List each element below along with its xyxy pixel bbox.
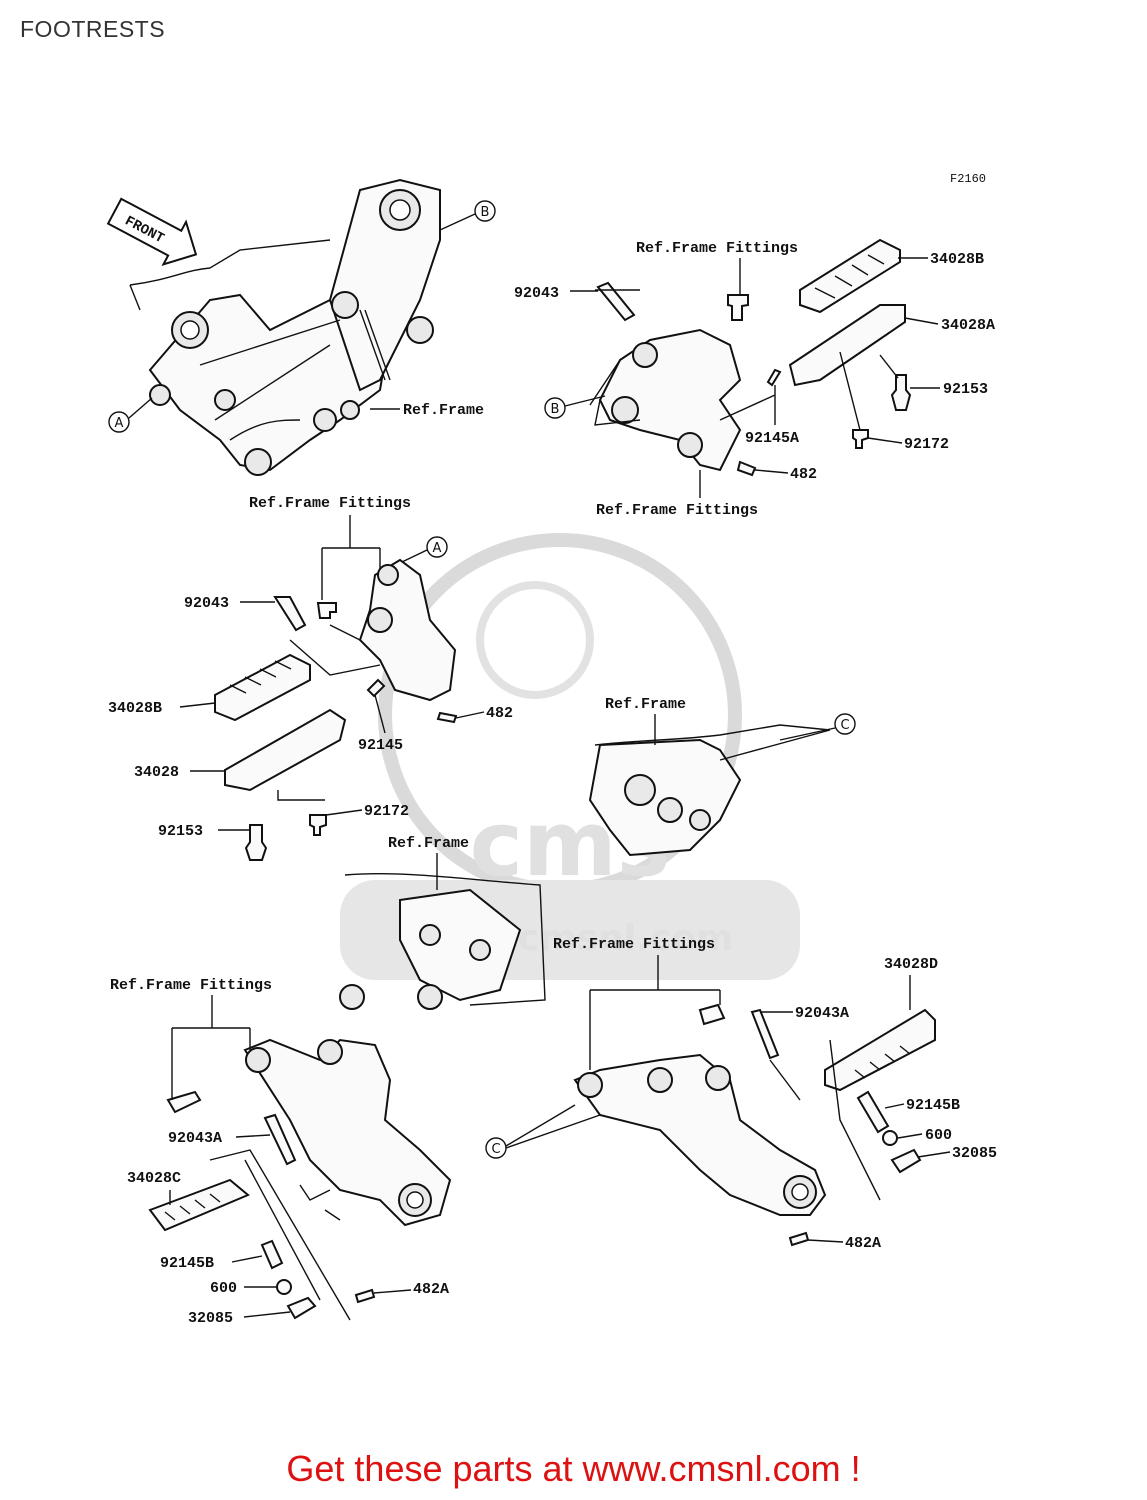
main-frame-drawing <box>129 178 441 476</box>
part-label-34028A: 34028A <box>941 317 995 334</box>
ref-frame-fittings-label-top-right: Ref.Frame Fittings <box>636 240 798 257</box>
leader-c-top <box>779 727 836 741</box>
footer-cta-link[interactable]: Get these parts at www.cmsnl.com ! <box>286 1448 861 1489</box>
svg-text:C: C <box>840 718 849 733</box>
ref-frame-fittings-label-bottom-right: Ref.Frame Fittings <box>553 936 715 953</box>
ref-frame-fittings-label-middle: Ref.Frame Fittings <box>249 495 411 512</box>
part-label-34028C: 34028C <box>127 1170 181 1187</box>
leader-a-middle <box>401 549 428 563</box>
part-label-92145B-left: 92145B <box>160 1255 214 1272</box>
svg-text:B: B <box>551 402 560 417</box>
part-label-600-left: 600 <box>210 1280 237 1297</box>
rear-frame-section-c <box>588 724 831 857</box>
part-label-92043A-left: 92043A <box>168 1130 222 1147</box>
figure-code: F2160 <box>950 172 987 186</box>
part-label-32085-left: 32085 <box>188 1310 233 1327</box>
part-label-600-right: 600 <box>925 1127 952 1144</box>
part-label-482-middle: 482 <box>486 705 513 722</box>
part-label-482A-left: 482A <box>413 1281 449 1298</box>
leader-c-bottom <box>505 1104 601 1149</box>
part-label-32085-right: 32085 <box>952 1145 997 1162</box>
circle-label-b-right: B <box>544 397 566 419</box>
leader-a-left <box>128 397 153 419</box>
page-title: FOOTRESTS <box>20 16 166 42</box>
part-label-92145: 92145 <box>358 737 403 754</box>
ref-frame-fittings-label-right-bottom: Ref.Frame Fittings <box>596 502 758 519</box>
passenger-left-assembly <box>148 872 546 1321</box>
part-label-92153-middle: 92153 <box>158 823 203 840</box>
part-label-92043-middle: 92043 <box>184 595 229 612</box>
part-label-92153-top: 92153 <box>943 381 988 398</box>
part-label-34028B-middle: 34028B <box>108 700 162 717</box>
part-label-92043-top: 92043 <box>514 285 559 302</box>
part-label-34028D: 34028D <box>884 956 938 973</box>
part-label-92172-middle: 92172 <box>364 803 409 820</box>
circle-label-a-left: A <box>108 411 130 433</box>
part-label-482A-right: 482A <box>845 1235 881 1252</box>
part-label-92172-top: 92172 <box>904 436 949 453</box>
part-label-34028B-top: 34028B <box>930 251 984 268</box>
part-label-482-top: 482 <box>790 466 817 483</box>
circle-label-c-top: C <box>834 713 856 735</box>
svg-text:A: A <box>433 541 442 556</box>
part-label-92145B-right: 92145B <box>906 1097 960 1114</box>
ref-frame-fittings-label-bottom-left: Ref.Frame Fittings <box>110 977 272 994</box>
right-footrest-assembly <box>589 238 912 477</box>
leader-b-right <box>564 395 606 407</box>
part-label-92043A-right: 92043A <box>795 1005 849 1022</box>
passenger-right-assembly <box>573 990 936 1247</box>
svg-text:C: C <box>491 1142 500 1157</box>
left-footrest-assembly <box>214 558 458 861</box>
part-label-92145A: 92145A <box>745 430 799 447</box>
svg-text:B: B <box>481 205 490 220</box>
leader-b-top <box>439 213 476 231</box>
front-arrow: FRONT <box>106 197 198 266</box>
ref-frame-label-top: Ref.Frame <box>403 402 484 419</box>
svg-text:A: A <box>115 416 124 431</box>
part-label-34028: 34028 <box>134 764 179 781</box>
circle-label-a-middle: A <box>426 536 448 558</box>
circle-label-c-bottom: C <box>485 1137 507 1159</box>
ref-frame-label-middle-right: Ref.Frame <box>605 696 686 713</box>
circle-label-b-top: B <box>474 200 496 222</box>
ref-frame-label-bottom-left: Ref.Frame <box>388 835 469 852</box>
